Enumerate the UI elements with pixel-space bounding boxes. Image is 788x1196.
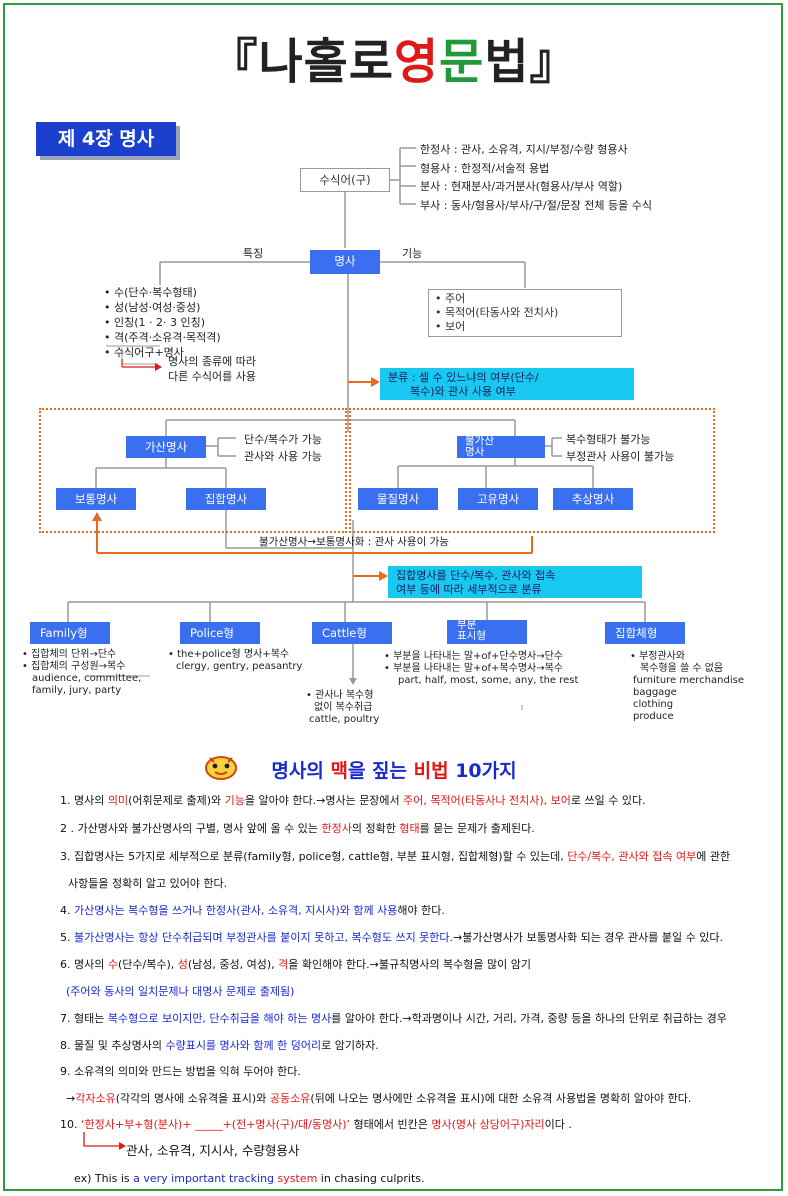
feature-list: • 수(단수·복수형태) • 성(남성·여성·중성) • 인칭(1 · 2· 3… bbox=[104, 285, 221, 360]
diagram-connectors bbox=[67, 147, 646, 710]
noun-box: 명사 bbox=[310, 250, 380, 274]
modifier-item-list: 한정사 : 관사, 소유격, 지시/부정/수량 형용사 형용사 : 한정적/서술… bbox=[420, 141, 652, 215]
modifier-item: 분사 : 현재분사/과거분사(형용사/부사 역할) bbox=[420, 180, 623, 193]
type-partitive-box: 부분 표시형 bbox=[447, 620, 527, 644]
material-noun-box: 물질명사 bbox=[358, 488, 438, 510]
modifier-item: 한정사 : 관사, 소유격, 지시/부정/수량 형용사 bbox=[420, 143, 628, 156]
uncountable-notes: 복수형태가 불가능 부정관사 사용이 불가능 bbox=[566, 433, 675, 463]
feature-note: 명사의 종류에 따라 다른 수식어를 사용 bbox=[168, 355, 256, 383]
rule-3-continued: 사항들을 정확히 알고 있어야 한다. bbox=[68, 877, 228, 890]
rule-1: 1. 명사의 의미(어휘문제로 출제)와 기능을 알아야 한다.→명사는 문장에… bbox=[60, 794, 646, 807]
collective-noun-box: 집합명사 bbox=[186, 488, 266, 510]
collective-note-box: 집합명사를 단수/복수, 관사와 접속 여부 등에 따라 세부적으로 분류 bbox=[388, 566, 642, 598]
feature-item: • 성(남성·여성·중성) bbox=[104, 301, 201, 314]
type-partitive-details: • 부분을 나타내는 말+of+단수명사→단수 • 부분을 나타내는 말+of+… bbox=[384, 651, 579, 686]
abstract-noun-box: 추상명사 bbox=[553, 488, 633, 510]
rule-example: ex) This is a very important tracking sy… bbox=[74, 1172, 425, 1185]
common-noun-box: 보통명사 bbox=[56, 488, 136, 510]
modifier-item: 형용사 : 한정적/서술적 용법 bbox=[420, 161, 550, 175]
function-item: • 목적어(타동사와 전치사) bbox=[435, 306, 559, 319]
feature-item: • 수식어구+명사 bbox=[104, 346, 184, 359]
function-label: 기능 bbox=[402, 247, 423, 260]
modifier-box: 수식어(구) bbox=[300, 168, 390, 192]
proper-noun-box: 고유명사 bbox=[458, 488, 538, 510]
rule-10: 10. ‘한정사+부+형(분사)+ _____+(전+명사(구)/대/동명사)’… bbox=[60, 1118, 572, 1131]
countable-box: 가산명사 bbox=[126, 436, 206, 458]
function-item: • 보어 bbox=[435, 320, 466, 333]
page-border bbox=[3, 3, 783, 1191]
rule-7: 7. 형태는 복수형으로 보이지만, 단수취급을 해야 하는 명사를 알아야 한… bbox=[60, 1012, 727, 1025]
function-item: • 주어 bbox=[435, 292, 466, 305]
type-family-details: • 집합체의 단위→단수 • 집합체의 구성원→복수 audience, com… bbox=[22, 649, 142, 696]
type-cattle-details: • 관사나 복수형 없이 복수취급 cattle, poultry bbox=[306, 690, 380, 725]
rule-10-answer: 관사, 소유격, 지시사, 수량형용사 bbox=[126, 1143, 300, 1158]
feature-item: • 인칭(1 · 2· 3 인칭) bbox=[104, 316, 206, 329]
rule-2: 2 . 가산명사와 불가산명사의 구별, 명사 앞에 올 수 있는 한정사의 정… bbox=[60, 822, 535, 835]
rule-8: 8. 물질 및 추상명사의 수량표시를 명사와 함께 한 덩어리로 암기하자. bbox=[60, 1039, 379, 1052]
rule-5: 5. 불가산명사는 항상 단수취급되며 부정관사를 붙이지 못하고, 복수형도 … bbox=[60, 931, 723, 944]
chapter-badge: 제 4장 명사 bbox=[36, 122, 176, 156]
rule-4: 4. 가산명사는 복수형을 쓰거나 한정사(관사, 소유격, 지시사)와 함께 … bbox=[60, 904, 445, 917]
conversion-note: 불가산명사→보통명사화 : 관사 사용이 가능 bbox=[259, 536, 449, 548]
secrets-heading: 명사의 맥을 짚는 비법 10가지 bbox=[271, 760, 517, 782]
type-aggregate-details: • 부정관사와 복수형을 쓸 수 없음 furniture merchandis… bbox=[630, 651, 744, 722]
feature-label: 특징 bbox=[243, 247, 264, 260]
rule-9: 9. 소유격의 의미와 만드는 방법을 익혀 두어야 한다. bbox=[60, 1065, 301, 1078]
uncountable-group bbox=[349, 408, 715, 533]
mascot-icon bbox=[205, 756, 237, 780]
rule-6-continued: (주어와 동사의 일치문제나 대명사 문제로 출제됨) bbox=[66, 985, 295, 998]
type-police-box: Police형 bbox=[180, 622, 260, 644]
type-aggregate-box: 집합체형 bbox=[605, 622, 685, 644]
countable-notes: 단수/복수가 가능 관사와 사용 가능 bbox=[244, 433, 323, 463]
modifier-item: 부사 : 동사/형용사/부사/구/절/문장 전체 등을 수식 bbox=[420, 198, 652, 212]
rule-9-continued: →각자소유(각각의 명사에 소유격을 표시)와 공동소유(뒤에 나오는 명사에만… bbox=[66, 1092, 692, 1105]
classification-box: 분류 : 셀 수 있느냐의 여부(단수/ 복수)와 관사 사용 여부 bbox=[380, 368, 634, 400]
feature-item: • 수(단수·복수형태) bbox=[104, 286, 197, 299]
countable-group bbox=[39, 408, 347, 533]
rule-6: 6. 명사의 수(단수/복수), 성(남성, 중성, 여성), 격을 확인해야 … bbox=[60, 958, 532, 971]
type-cattle-box: Cattle형 bbox=[312, 622, 392, 644]
rule-10-arrow-icon bbox=[83, 1132, 126, 1150]
feature-item: • 격(주격·소유격·목적격) bbox=[104, 331, 221, 344]
function-box: • 주어 • 목적어(타동사와 전치사) • 보어 bbox=[428, 289, 622, 337]
uncountable-box: 불가산 명사 bbox=[457, 436, 545, 458]
rule-3: 3. 집합명사는 5가지로 세부적으로 분류(family형, police형,… bbox=[60, 850, 731, 863]
page-title: 『나홀로 영문법』 bbox=[209, 34, 579, 90]
type-family-box: Family형 bbox=[30, 622, 110, 644]
type-police-details: • the+police형 명사+복수 clergy, gentry, peas… bbox=[168, 649, 303, 672]
